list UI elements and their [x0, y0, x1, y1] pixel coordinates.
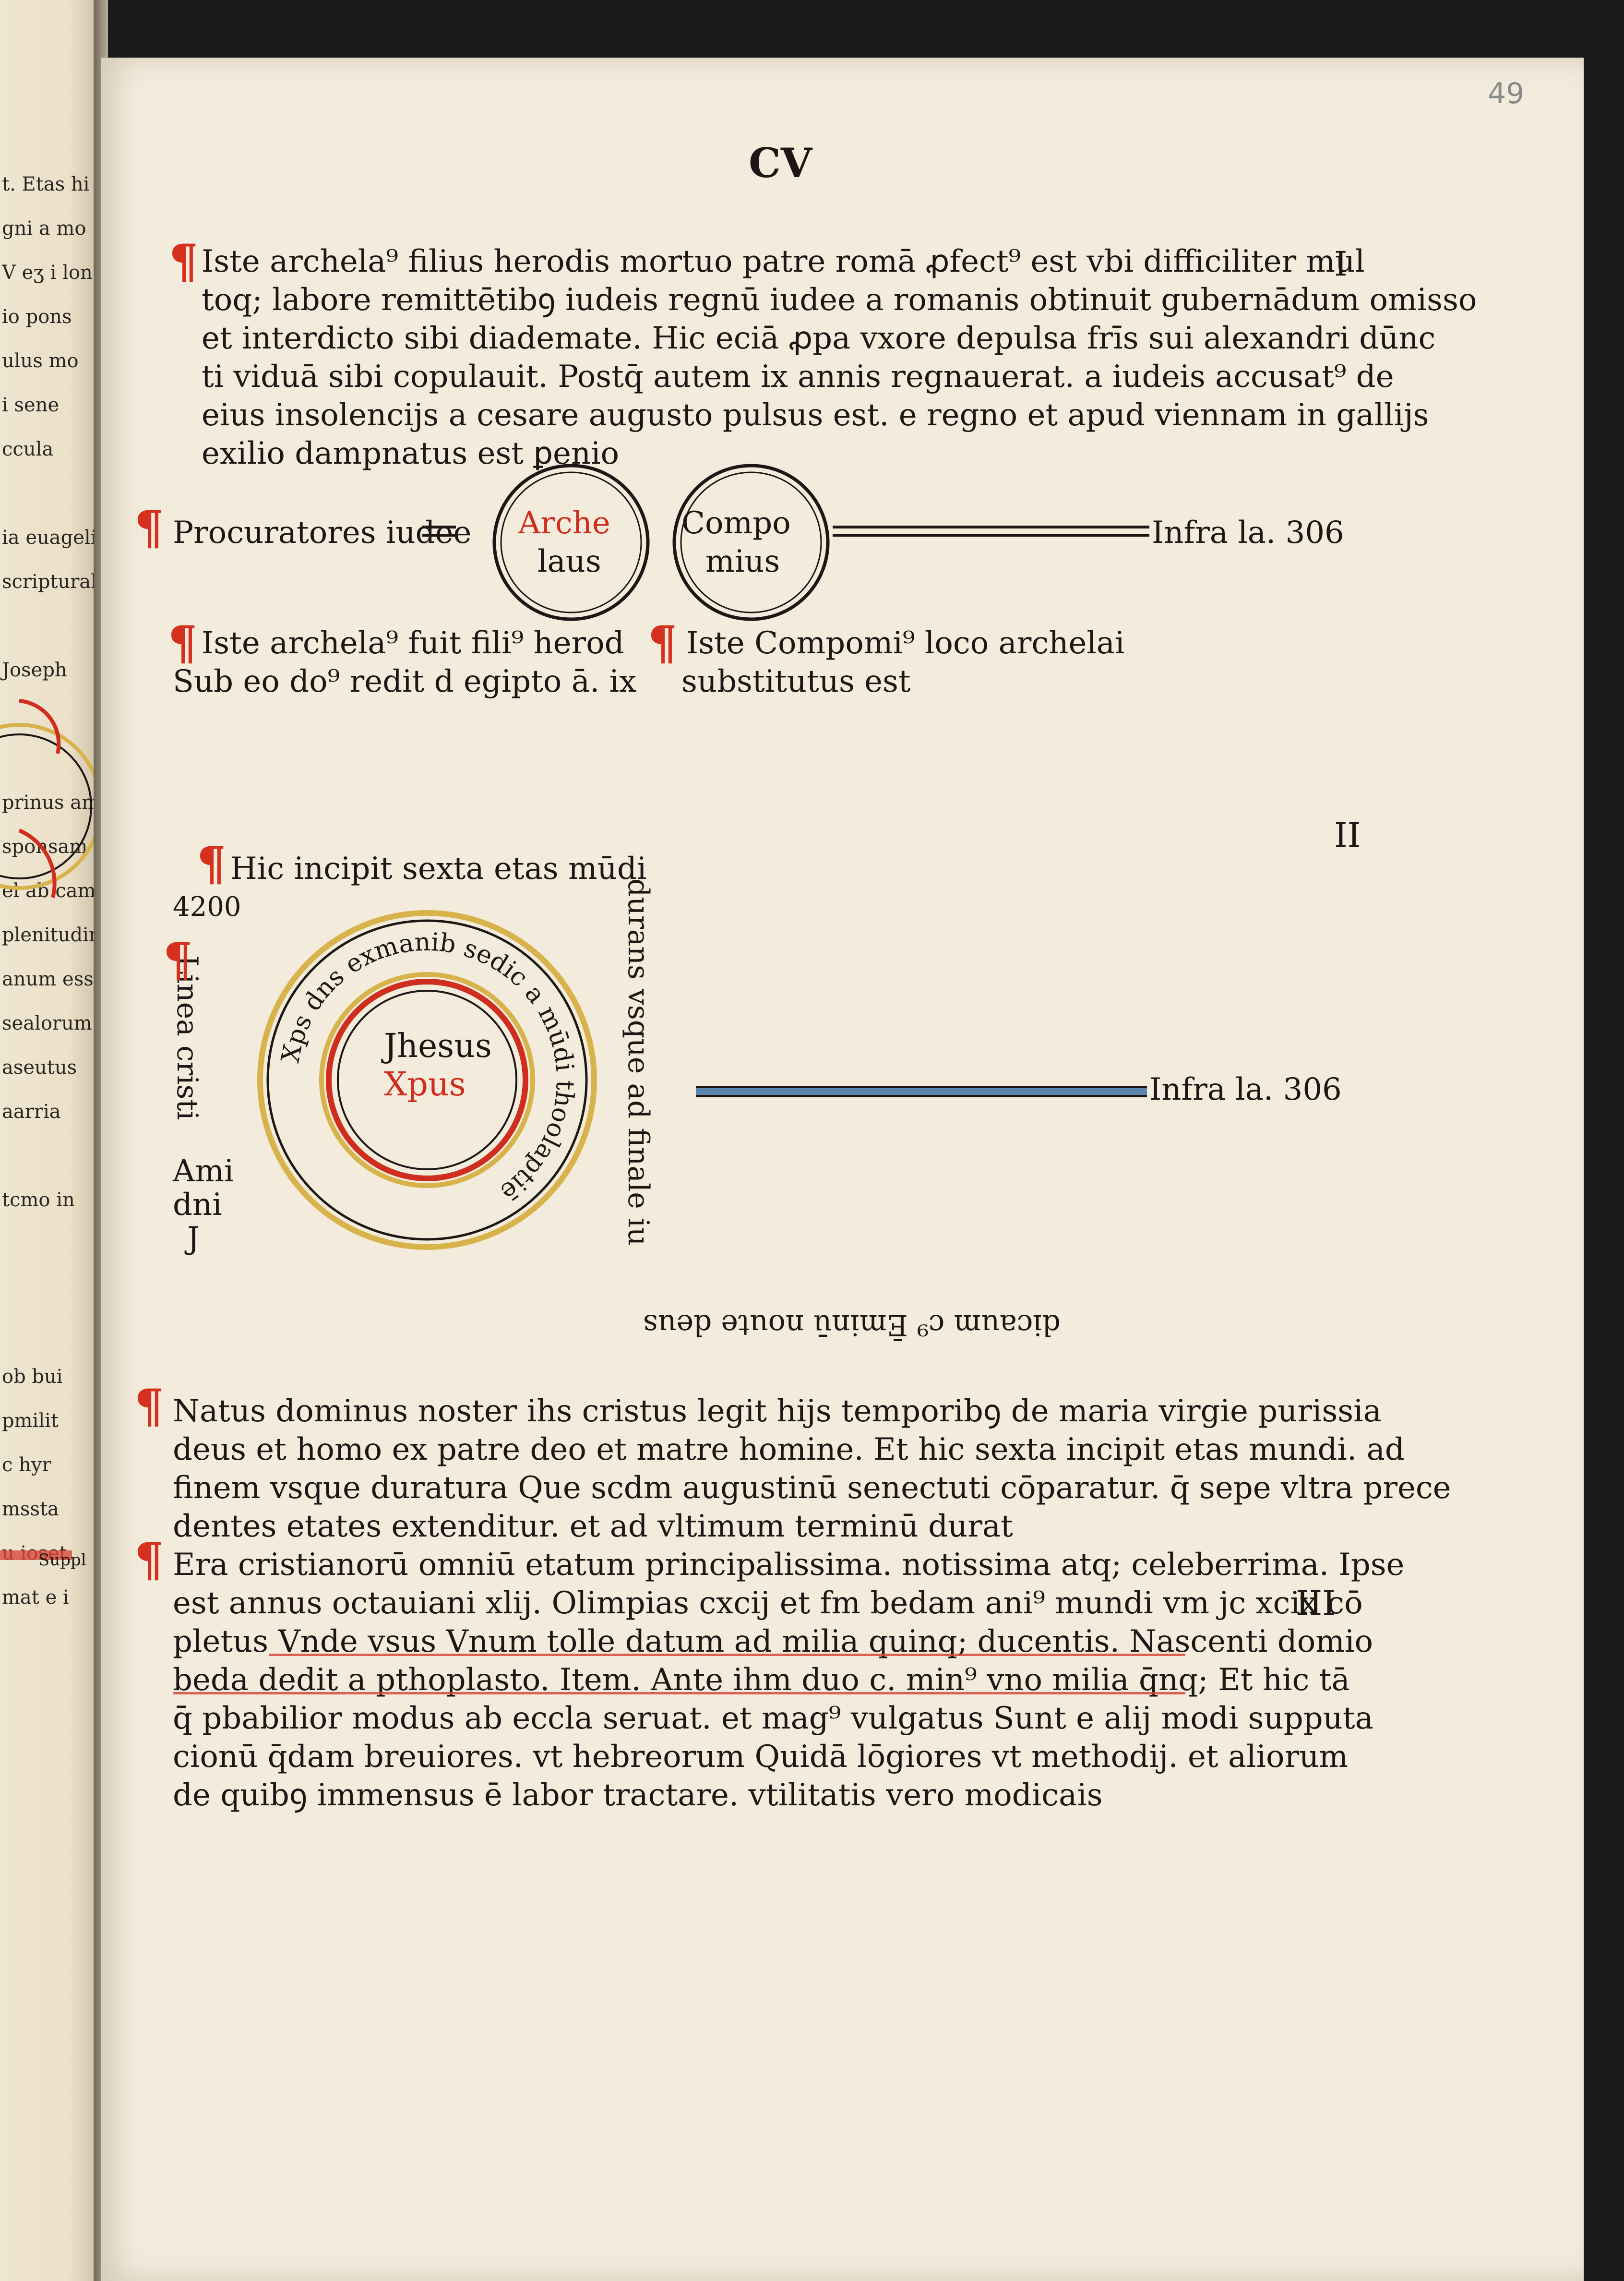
circle-archelaus-line2: laus — [537, 544, 601, 579]
facing-page-line: ia euagelia — [2, 527, 98, 549]
facing-page-note: Suppl — [38, 1550, 86, 1570]
section-1-text: Iste archela⁹ filius herodis mortuo patr… — [202, 242, 1477, 473]
pilcrow-icon: ¶ — [134, 1379, 164, 1433]
paragraph-natus: Natus dominus noster ihs cristus legit h… — [173, 1392, 1451, 1546]
facing-page-red-bar — [0, 1550, 72, 1560]
note-archelaus-1: Iste archela⁹ fuit fili⁹ herod — [202, 625, 624, 661]
facing-page-line: V eʒ i lon — [2, 262, 93, 284]
facing-page-line: anum esse — [2, 968, 98, 990]
facing-page-line: ob bui — [2, 1366, 63, 1388]
connector-rule — [422, 526, 456, 528]
text-line: toq; labore remittētibꝯ iudeis regnū iud… — [202, 282, 1477, 318]
pilcrow-icon: ¶ — [163, 933, 193, 987]
note-archelaus-2: Sub eo do⁹ redit d egipto ā. ix — [173, 664, 637, 699]
facing-page-line: io pons — [2, 306, 72, 328]
pilcrow-icon: ¶ — [197, 837, 227, 891]
infra-reference-2: Infra la. 306 — [1149, 1072, 1342, 1107]
facing-page-line: ulus mo — [2, 350, 79, 372]
facing-page-line: mssta — [2, 1498, 59, 1520]
circle-compomius — [672, 464, 830, 621]
facing-page-line: prinus am — [2, 792, 98, 814]
facing-page-line: ccula — [2, 438, 54, 460]
text-line: et interdicto sibi diademate. Hic eciā ꝓ… — [202, 321, 1436, 356]
text-line: Natus dominus noster ihs cristus legit h… — [173, 1393, 1382, 1429]
text-line: de quibꝯ immensus ē labor tractare. vtil… — [173, 1777, 1103, 1813]
pilcrow-icon: ¶ — [648, 616, 678, 670]
anni-domini-2: dni — [173, 1187, 222, 1223]
facing-page-line: t. Etas hi — [2, 173, 90, 195]
facing-page-line: c hyr — [2, 1454, 51, 1476]
facing-page-line: Joseph — [2, 659, 67, 681]
sexta-etas-heading: Hic incipit sexta etas mūdi — [230, 851, 647, 887]
circle-archelaus — [492, 464, 650, 621]
pilcrow-icon: ¶ — [134, 1533, 164, 1587]
red-underline — [173, 1692, 1185, 1694]
succession-line-1b — [833, 534, 1149, 537]
page-number-handwritten: 49 — [1488, 77, 1525, 110]
circle-jesus-line2: Xpus — [384, 1066, 466, 1104]
paragraph-era: Era cristianorū omniū etatum principalis… — [173, 1546, 1404, 1814]
text-line: q̄ pbabilior modus ab eccla seruat. et m… — [173, 1701, 1373, 1736]
facing-page-line: i sene — [2, 394, 60, 416]
text-line: dentes etates extenditur. et ad vltimum … — [173, 1509, 1013, 1544]
facing-page-line: pmilit — [2, 1410, 59, 1432]
circle-compomius-line2: mius — [705, 544, 780, 579]
circle-christ-diagram: Xps dns exmanib sedic a mūdi thoolaptiē — [257, 910, 597, 1250]
margin-marker-3: III — [1296, 1584, 1336, 1623]
vertical-right-text: durans vsque ad finale iu — [621, 878, 655, 1246]
year-label: 4200 — [173, 891, 241, 923]
facing-page-line: aseutus — [2, 1056, 77, 1079]
text-line: exilio dampnatus est ꝑenio — [202, 436, 620, 471]
pilcrow-icon: ¶ — [168, 616, 198, 670]
christ-succession-line — [696, 1086, 1147, 1097]
text-line: finem vsque duratura Que scdm augustinū … — [173, 1470, 1451, 1506]
note-compomius-2: substitutus est — [681, 664, 911, 699]
folio-page — [101, 58, 1584, 2281]
facing-page-line: aarria — [2, 1101, 61, 1123]
upside-down-text: dicaum c⁹ Ēminū noute deus — [643, 1308, 1061, 1342]
text-line: cionū q̄dam breuiores. vt hebreorum Quid… — [173, 1739, 1349, 1775]
facing-page-line: plenitudini — [2, 924, 98, 946]
infra-reference-1: Infra la. 306 — [1152, 515, 1344, 551]
facing-page-line: gni a mo — [2, 217, 86, 240]
facing-page-left: t. Etas hi gni a mo V eʒ i lon io pons ulus … — [0, 0, 98, 2281]
facing-page-circle-diagram — [0, 699, 96, 898]
anni-domini-3: J — [187, 1221, 200, 1256]
facing-page-line: scripturali — [2, 571, 98, 593]
circle-jesus-line1: Jhesus — [384, 1027, 492, 1065]
facing-page-line: sealorum — [2, 1012, 92, 1034]
margin-marker-2: II — [1334, 816, 1361, 855]
circle-archelaus-line1: Arche — [518, 505, 610, 541]
facing-page-line: mat e i — [2, 1586, 69, 1609]
succession-line-1 — [833, 526, 1149, 528]
text-line: deus et homo ex patre deo et matre homin… — [173, 1432, 1405, 1467]
pilcrow-icon: ¶ — [134, 501, 164, 555]
text-line: eius insolencijs a cesare augusto pulsus… — [202, 397, 1429, 433]
text-line: beda dedit a pthoplasto. Item. Ante ihm … — [173, 1662, 1350, 1698]
pilcrow-icon: ¶ — [169, 234, 199, 288]
connector-rule — [422, 534, 456, 537]
anni-domini-1: Ami — [173, 1153, 234, 1189]
text-line: ti viduā sibi copulauit. Postq̄ autem ix… — [202, 359, 1394, 395]
text-line: Iste archela⁹ filius herodis mortuo patr… — [202, 244, 1365, 279]
facing-page-line: tcmo in — [2, 1189, 75, 1211]
text-line: est annus octauiani xlij. Olimpias cxcij… — [173, 1585, 1363, 1621]
circle-compomius-line1: Compo — [681, 505, 791, 541]
text-line: pletus Vnde vsus Vnum tolle datum ad mil… — [173, 1624, 1373, 1659]
procurators-label: Procuratores iudee — [173, 515, 472, 551]
note-compomius-1: Iste Compomi⁹ loco archelai — [686, 625, 1125, 661]
text-line: Era cristianorū omniū etatum principalis… — [173, 1547, 1405, 1583]
folio-header: CV — [749, 139, 812, 187]
red-underline — [269, 1654, 1185, 1656]
margin-marker-1: I — [1334, 244, 1348, 284]
